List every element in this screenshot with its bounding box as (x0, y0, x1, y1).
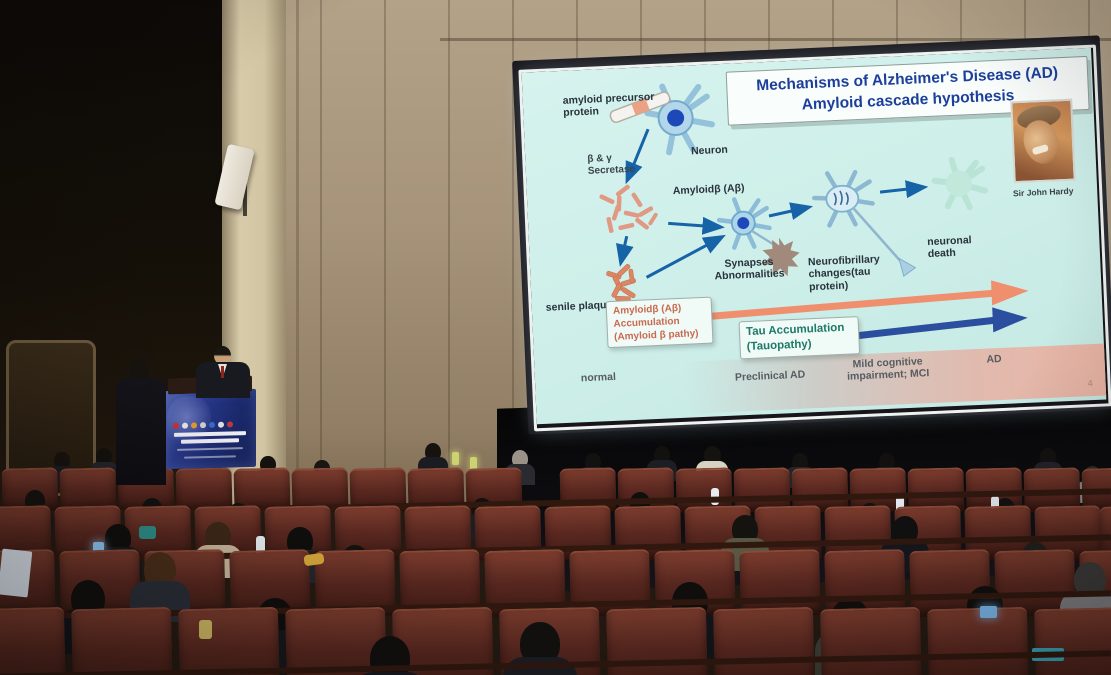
audience-head (653, 446, 671, 465)
slide-diagram-graphics (599, 83, 1029, 341)
chair-back (0, 606, 67, 675)
amyloid-precursor-rod (609, 91, 671, 123)
senile-plaque (606, 264, 636, 302)
water-bottle (991, 496, 999, 513)
audience-head (511, 450, 529, 469)
banner-text-line (173, 431, 246, 437)
chair-back (70, 606, 174, 675)
dead-neuron (931, 156, 989, 211)
presenter (194, 346, 252, 398)
wall-light (470, 457, 477, 470)
banner-logos (173, 421, 233, 429)
chair-back (177, 606, 281, 675)
standing-attendee (113, 360, 169, 485)
tau-timeline-arrow (848, 307, 1028, 341)
audience-head (424, 443, 442, 462)
standing-attendee-head (130, 360, 149, 382)
audience-head (791, 453, 809, 472)
presentation-slide: Mechanisms of Alzheimer's Disease (AD) A… (521, 47, 1107, 425)
yellow-cup (199, 620, 212, 639)
audience-head (1040, 448, 1056, 466)
water-bottle (256, 536, 265, 556)
presenter-tie (221, 366, 224, 378)
water-bottle (896, 496, 904, 513)
chair-back (1033, 606, 1111, 675)
column-groove (296, 0, 299, 505)
banner-text-line (176, 447, 243, 451)
audience-torso (351, 672, 429, 675)
phone-screen (980, 606, 997, 618)
degenerating-synapse-blob (762, 237, 800, 277)
banner-text-line (180, 438, 239, 444)
presenter-head (214, 346, 231, 365)
audience-head (584, 453, 602, 472)
chair-back (926, 606, 1030, 675)
standing-attendee-body (116, 378, 166, 485)
teal-bag (139, 526, 156, 539)
chair-back (712, 606, 816, 675)
flow-arrows (616, 128, 929, 279)
papers (0, 548, 33, 598)
audience-head (54, 452, 70, 470)
podium-banner (163, 388, 256, 470)
wall-light (452, 452, 459, 465)
neuron-illustration (644, 83, 715, 156)
amyloid-timeline-arrow (702, 280, 1029, 321)
banner-text-line (183, 455, 236, 459)
wall-groove (440, 38, 1111, 41)
audience-head (878, 453, 896, 472)
chair-back (819, 606, 923, 675)
audience-head (96, 448, 112, 466)
projection-screen: Mechanisms of Alzheimer's Disease (AD) A… (518, 44, 1111, 432)
tangle-neuron (812, 169, 917, 277)
amyloid-beta-rods (599, 184, 658, 233)
audience-head (703, 446, 721, 465)
